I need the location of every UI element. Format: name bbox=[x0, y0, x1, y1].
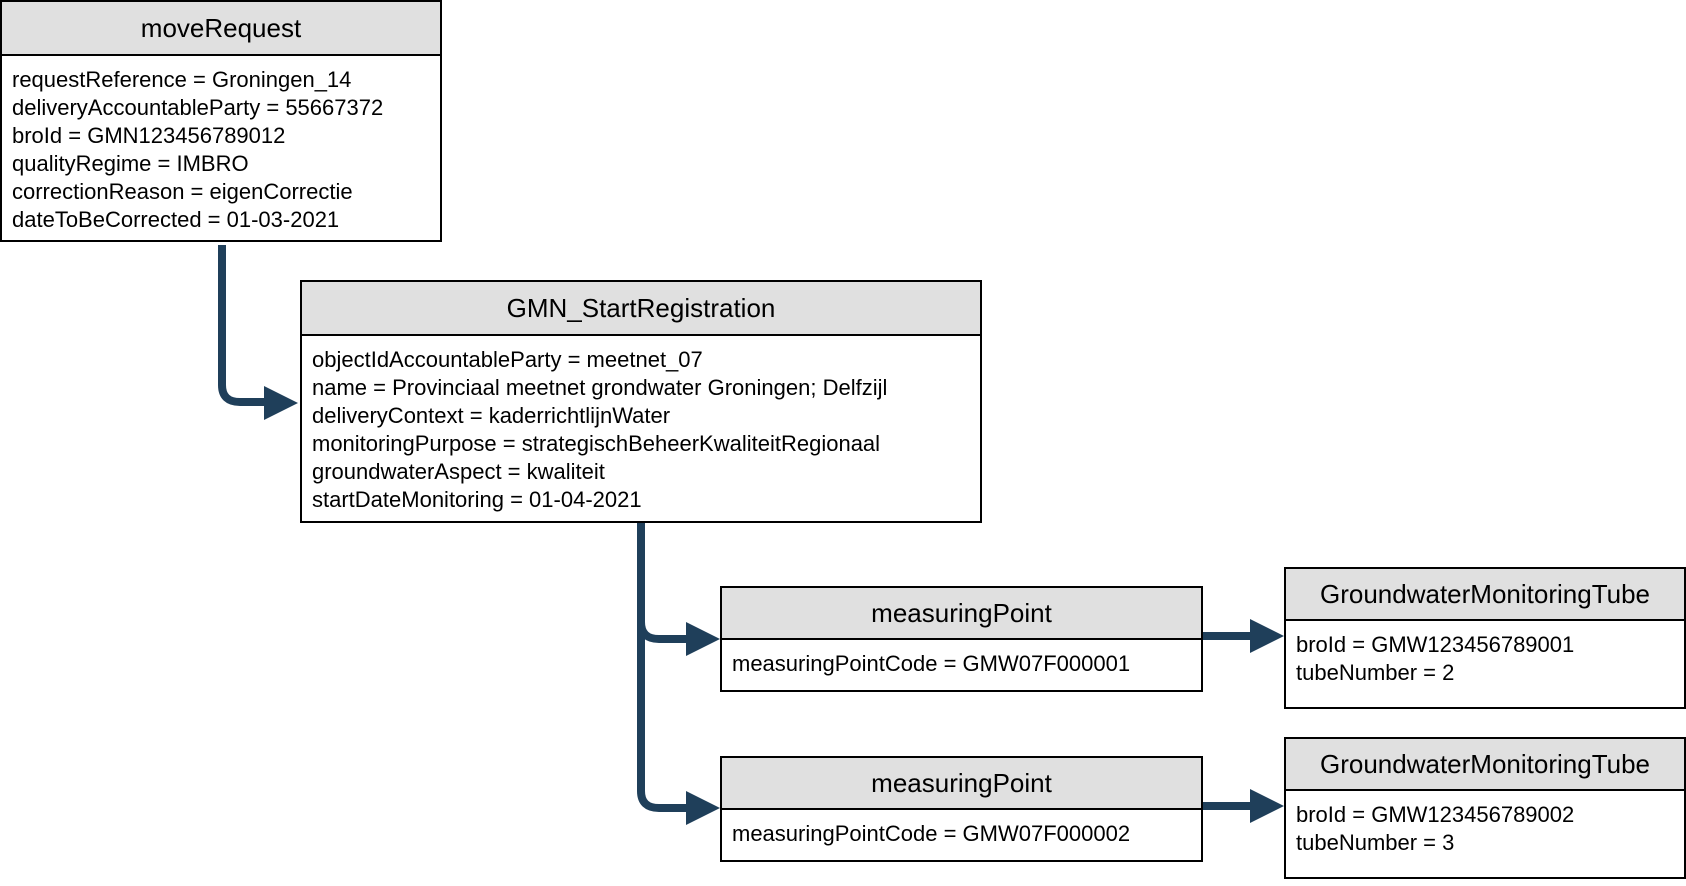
attribute-tube-number: tubeNumber = 3 bbox=[1296, 830, 1455, 855]
attribute-bro-id: broId = GMN123456789012 bbox=[12, 123, 286, 148]
moverequest-title: moveRequest bbox=[140, 13, 302, 43]
attribute-measuring-point-code: measuringPointCode = GMW07F000001 bbox=[732, 651, 1131, 676]
attribute-name: name = Provinciaal meetnet grondwater Gr… bbox=[312, 375, 888, 400]
attribute-request-reference: requestReference = Groningen_14 bbox=[12, 67, 352, 92]
tube-header-2: GroundwaterMonitoringTube bbox=[1286, 739, 1684, 791]
attribute-groundwater-aspect: groundwaterAspect = kwaliteit bbox=[312, 459, 605, 484]
connector-moverequest-to-startregistration bbox=[218, 245, 264, 406]
tube-box-1: GroundwaterMonitoringTube broId = GMW123… bbox=[1284, 567, 1686, 709]
measuringpoint-title-2: measuringPoint bbox=[871, 768, 1052, 798]
attribute-start-date-monitoring: startDateMonitoring = 01-04-2021 bbox=[312, 487, 642, 512]
tube-attributes-1: broId = GMW123456789001 tubeNumber = 2 bbox=[1286, 621, 1684, 687]
measuringpoint-attributes-1: measuringPointCode = GMW07F000001 bbox=[722, 640, 1201, 678]
connector-startregistration-to-measuringpoint-2 bbox=[637, 621, 686, 812]
attribute-correction-reason: correctionReason = eigenCorrectie bbox=[12, 179, 353, 204]
attribute-delivery-accountable-party: deliveryAccountableParty = 55667372 bbox=[12, 95, 384, 120]
measuringpoint-box-1: measuringPoint measuringPointCode = GMW0… bbox=[720, 586, 1203, 692]
attribute-date-to-be-corrected: dateToBeCorrected = 01-03-2021 bbox=[12, 207, 340, 232]
attribute-bro-id: broId = GMW123456789002 bbox=[1296, 802, 1575, 827]
arrowhead-tube-2 bbox=[1250, 789, 1284, 823]
moverequest-attributes: requestReference = Groningen_14 delivery… bbox=[2, 56, 440, 234]
startregistration-header: GMN_StartRegistration bbox=[302, 282, 980, 336]
measuringpoint-header-1: measuringPoint bbox=[722, 588, 1201, 640]
connector-startregistration-to-measuringpoint-1 bbox=[637, 521, 686, 643]
arrowhead-startregistration bbox=[264, 386, 298, 420]
tube-attributes-2: broId = GMW123456789002 tubeNumber = 3 bbox=[1286, 791, 1684, 857]
arrowhead-measuringpoint-2 bbox=[686, 791, 720, 825]
attribute-tube-number: tubeNumber = 2 bbox=[1296, 660, 1455, 685]
attribute-delivery-context: deliveryContext = kaderrichtlijnWater bbox=[312, 403, 671, 428]
attribute-quality-regime: qualityRegime = IMBRO bbox=[12, 151, 249, 176]
arrowhead-measuringpoint-1 bbox=[686, 622, 720, 656]
attribute-measuring-point-code: measuringPointCode = GMW07F000002 bbox=[732, 821, 1131, 846]
attribute-object-id-accountable-party: objectIdAccountableParty = meetnet_07 bbox=[312, 347, 703, 372]
moverequest-box: moveRequest requestReference = Groningen… bbox=[0, 0, 442, 242]
startregistration-title: GMN_StartRegistration bbox=[506, 293, 776, 323]
moverequest-header: moveRequest bbox=[2, 2, 440, 56]
tube-header-1: GroundwaterMonitoringTube bbox=[1286, 569, 1684, 621]
startregistration-attributes: objectIdAccountableParty = meetnet_07 na… bbox=[302, 336, 980, 514]
measuringpoint-title-1: measuringPoint bbox=[871, 598, 1052, 628]
measuringpoint-box-2: measuringPoint measuringPointCode = GMW0… bbox=[720, 756, 1203, 862]
startregistration-box: GMN_StartRegistration objectIdAccountabl… bbox=[300, 280, 982, 523]
attribute-monitoring-purpose: monitoringPurpose = strategischBeheerKwa… bbox=[312, 431, 881, 456]
measuringpoint-attributes-2: measuringPointCode = GMW07F000002 bbox=[722, 810, 1201, 848]
tube-title-1: GroundwaterMonitoringTube bbox=[1320, 579, 1650, 609]
arrowhead-tube-1 bbox=[1250, 619, 1284, 653]
tube-title-2: GroundwaterMonitoringTube bbox=[1320, 749, 1650, 779]
tube-box-2: GroundwaterMonitoringTube broId = GMW123… bbox=[1284, 737, 1686, 879]
measuringpoint-header-2: measuringPoint bbox=[722, 758, 1201, 810]
attribute-bro-id: broId = GMW123456789001 bbox=[1296, 632, 1575, 657]
